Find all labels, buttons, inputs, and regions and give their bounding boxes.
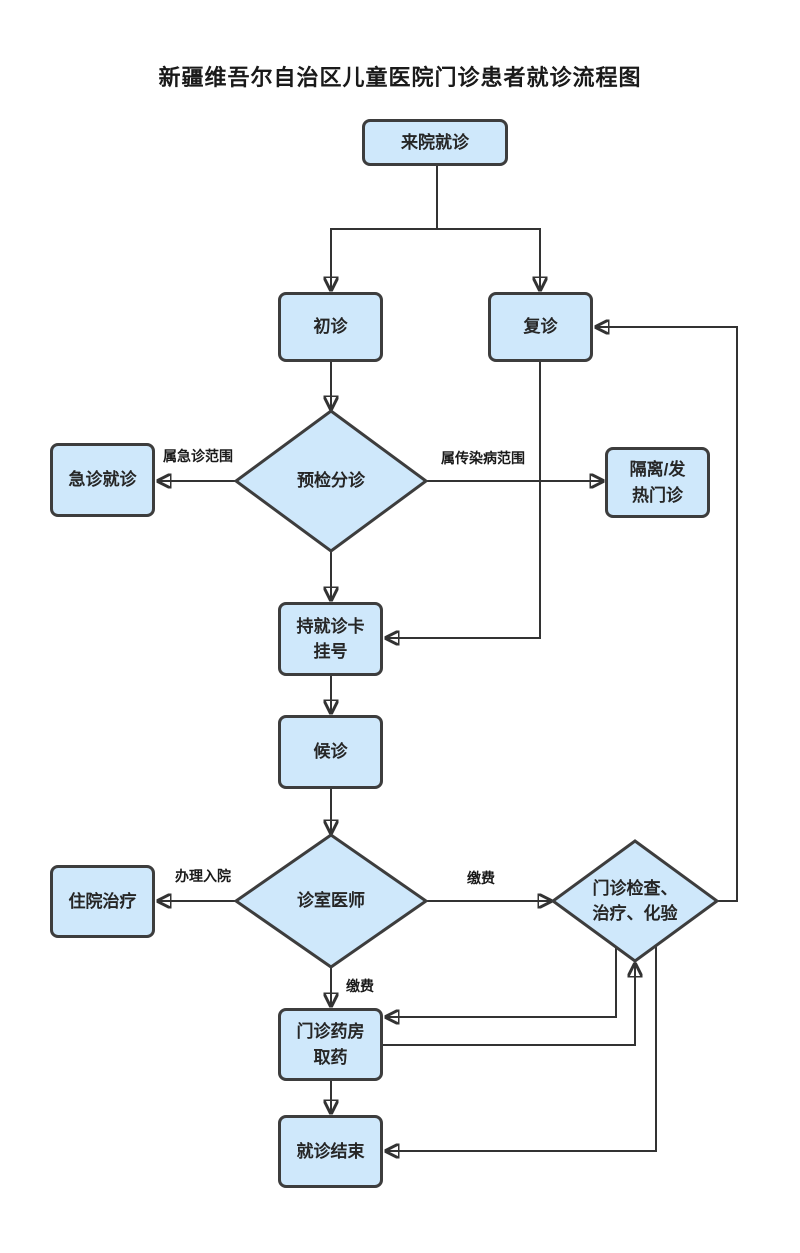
node-finish-label: 就诊结束 bbox=[296, 1141, 365, 1161]
exam-diamond bbox=[550, 839, 720, 963]
edge-visit-to-return-visit bbox=[437, 228, 540, 290]
node-finish: 就诊结束 bbox=[278, 1115, 383, 1188]
node-pharmacy: 门诊药房 取药 bbox=[278, 1008, 383, 1081]
node-register: 持就诊卡 挂号 bbox=[278, 602, 383, 676]
node-triage-label: 预检分诊 bbox=[297, 471, 365, 491]
page-title: 新疆维吾尔自治区儿童医院门诊患者就诊流程图 bbox=[158, 65, 642, 90]
node-doctor-label: 诊室医师 bbox=[297, 891, 365, 911]
node-waiting: 候诊 bbox=[278, 715, 383, 789]
edge-return-visit-to-register bbox=[386, 362, 541, 638]
doctor-diamond bbox=[233, 833, 429, 969]
node-visit-label: 来院就诊 bbox=[401, 132, 469, 152]
edge-visit-to-first-visit bbox=[331, 166, 438, 290]
node-emergency: 急诊就诊 bbox=[50, 443, 155, 517]
node-waiting-label: 候诊 bbox=[313, 742, 348, 762]
node-first-visit-label: 初诊 bbox=[313, 317, 348, 337]
edge-exam-to-return-visit bbox=[596, 327, 738, 902]
edge-label-emergency-scope: 属急诊范围 bbox=[163, 448, 233, 464]
node-exam-label: 门诊检查、 治疗、化验 bbox=[592, 878, 678, 924]
edge-exam-to-finish bbox=[386, 946, 657, 1151]
node-register-label: 持就诊卡 挂号 bbox=[296, 616, 365, 662]
node-isolation: 隔离/发 热门诊 bbox=[605, 447, 710, 518]
edge-label-pay-down: 缴费 bbox=[346, 978, 374, 994]
edge-exam-to-pharmacy bbox=[386, 947, 617, 1017]
node-visit: 来院就诊 bbox=[362, 119, 508, 166]
edge-label-admission: 办理入院 bbox=[175, 868, 231, 884]
edge-label-pay-right: 缴费 bbox=[467, 870, 495, 886]
triage-diamond bbox=[233, 409, 429, 553]
node-emergency-label: 急诊就诊 bbox=[68, 470, 137, 490]
node-hospitalize: 住院治疗 bbox=[50, 865, 155, 938]
node-isolation-label: 隔离/发 热门诊 bbox=[629, 460, 686, 505]
node-return-visit: 复诊 bbox=[488, 292, 593, 362]
node-hospitalize-label: 住院治疗 bbox=[68, 891, 137, 911]
node-return-visit-label: 复诊 bbox=[523, 317, 558, 337]
node-pharmacy-label: 门诊药房 取药 bbox=[296, 1022, 365, 1067]
edge-pharmacy-to-exam bbox=[383, 964, 635, 1046]
node-first-visit: 初诊 bbox=[278, 292, 383, 362]
edge-label-infectious-scope: 属传染病范围 bbox=[441, 450, 525, 466]
